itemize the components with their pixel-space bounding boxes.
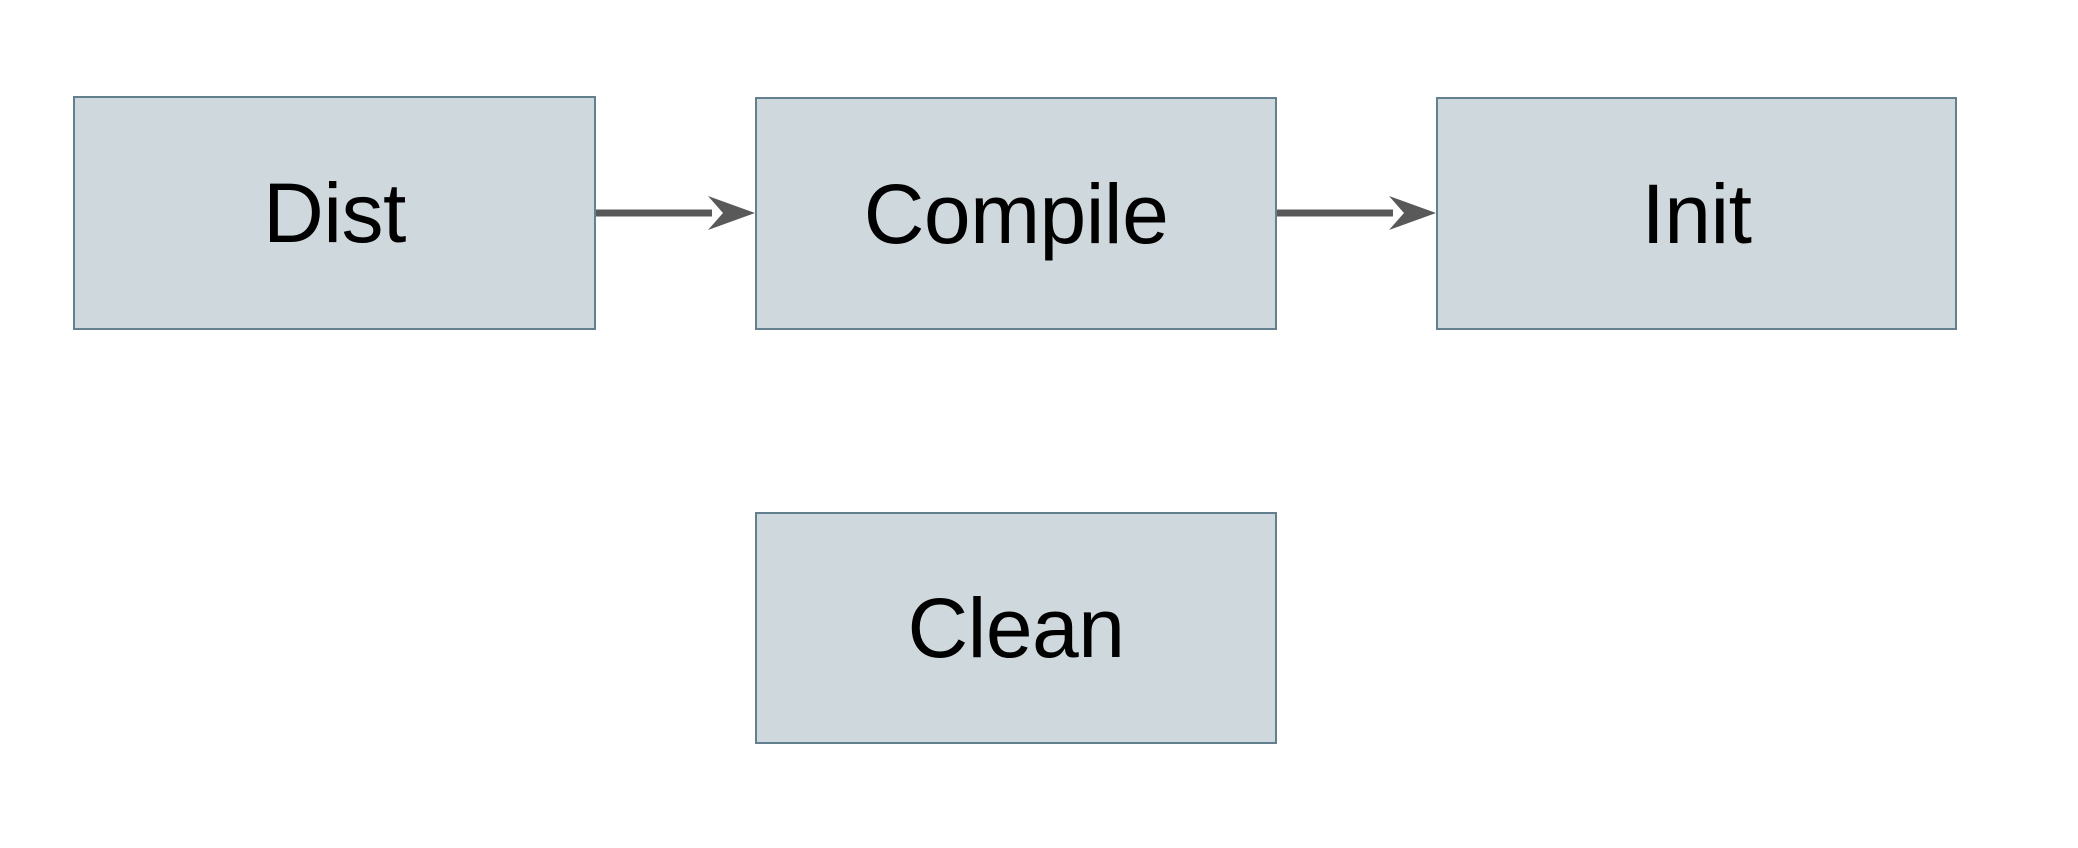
- node-init[interactable]: Init: [1436, 97, 1957, 330]
- edge-compile-to-init[interactable]: [1277, 196, 1436, 230]
- node-label: Dist: [263, 166, 406, 260]
- node-label: Compile: [863, 166, 1169, 261]
- arrowhead-icon: [1389, 196, 1436, 230]
- node-compile[interactable]: Compile: [755, 97, 1277, 330]
- node-label: Clean: [907, 581, 1125, 675]
- node-clean[interactable]: Clean: [755, 512, 1277, 744]
- edge-dist-to-compile[interactable]: [596, 196, 755, 230]
- node-label: Init: [1641, 166, 1752, 261]
- node-dist[interactable]: Dist: [73, 96, 596, 330]
- arrowhead-icon: [708, 196, 755, 230]
